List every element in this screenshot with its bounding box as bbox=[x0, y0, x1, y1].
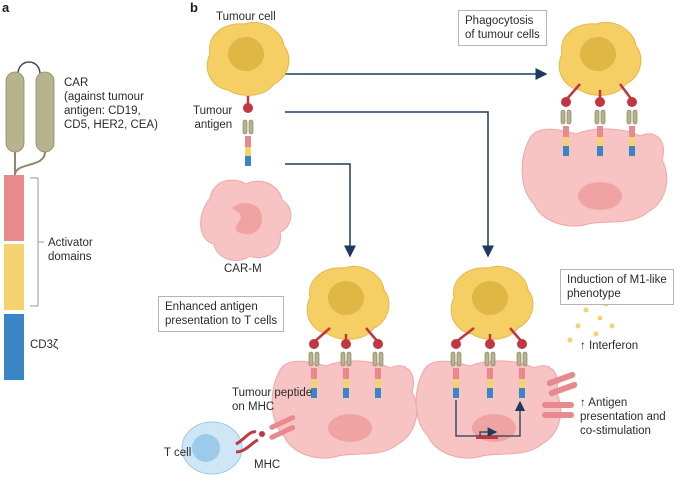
tumour-cell-initial bbox=[206, 21, 290, 96]
phagocytosis-scene bbox=[521, 21, 668, 227]
mhc-molecule bbox=[269, 415, 296, 430]
t-cell-label: T cell bbox=[164, 447, 192, 459]
car-macrophage bbox=[200, 179, 292, 261]
tumour-peptide-label: Tumour peptide on MHC bbox=[232, 387, 313, 413]
activator-domain-pink bbox=[4, 175, 24, 241]
phagocytosis-box: Phagocytosis of tumour cells bbox=[458, 10, 547, 46]
m1-phenotype-box: Induction of M1-like phenotype bbox=[560, 269, 674, 305]
mhc-label: MHC bbox=[254, 459, 281, 471]
tumour-antigen bbox=[243, 96, 253, 113]
car-receptor-initial bbox=[242, 119, 254, 167]
interferon-label: ↑ Interferon bbox=[580, 340, 639, 352]
car-hinge-right bbox=[35, 71, 55, 153]
tumour-peptide bbox=[259, 431, 265, 437]
t-cell bbox=[181, 421, 259, 475]
panel-b-label: b bbox=[190, 0, 198, 15]
activator-domain-yellow bbox=[4, 244, 24, 310]
car-hinge-left bbox=[5, 71, 25, 153]
activator-bracket bbox=[30, 177, 39, 307]
car-schematic bbox=[4, 61, 55, 380]
antigen-presentation-label: ↑ Antigen presentation and co-stimulatio… bbox=[580, 397, 666, 437]
panel-a-label: a bbox=[2, 0, 10, 15]
car-m-label: CAR-M bbox=[224, 263, 262, 275]
car-label: CAR (against tumour antigen: CD19, CD5, … bbox=[64, 77, 158, 131]
tumour-cell-label: Tumour cell bbox=[216, 11, 276, 23]
activator-domains-label: Activator domains bbox=[48, 237, 93, 263]
cd3z-domain bbox=[4, 314, 24, 380]
tumour-antigen-label: Tumour antigen bbox=[193, 105, 233, 131]
interferon-particles bbox=[567, 301, 615, 343]
antigen-presentation-scene bbox=[181, 265, 418, 475]
flow-arrows bbox=[285, 68, 548, 258]
enhanced-presentation-box: Enhanced antigen presentation to T cells bbox=[158, 296, 285, 332]
m1-phenotype-scene bbox=[415, 265, 615, 459]
cd3z-label: CD3ζ bbox=[30, 339, 59, 351]
